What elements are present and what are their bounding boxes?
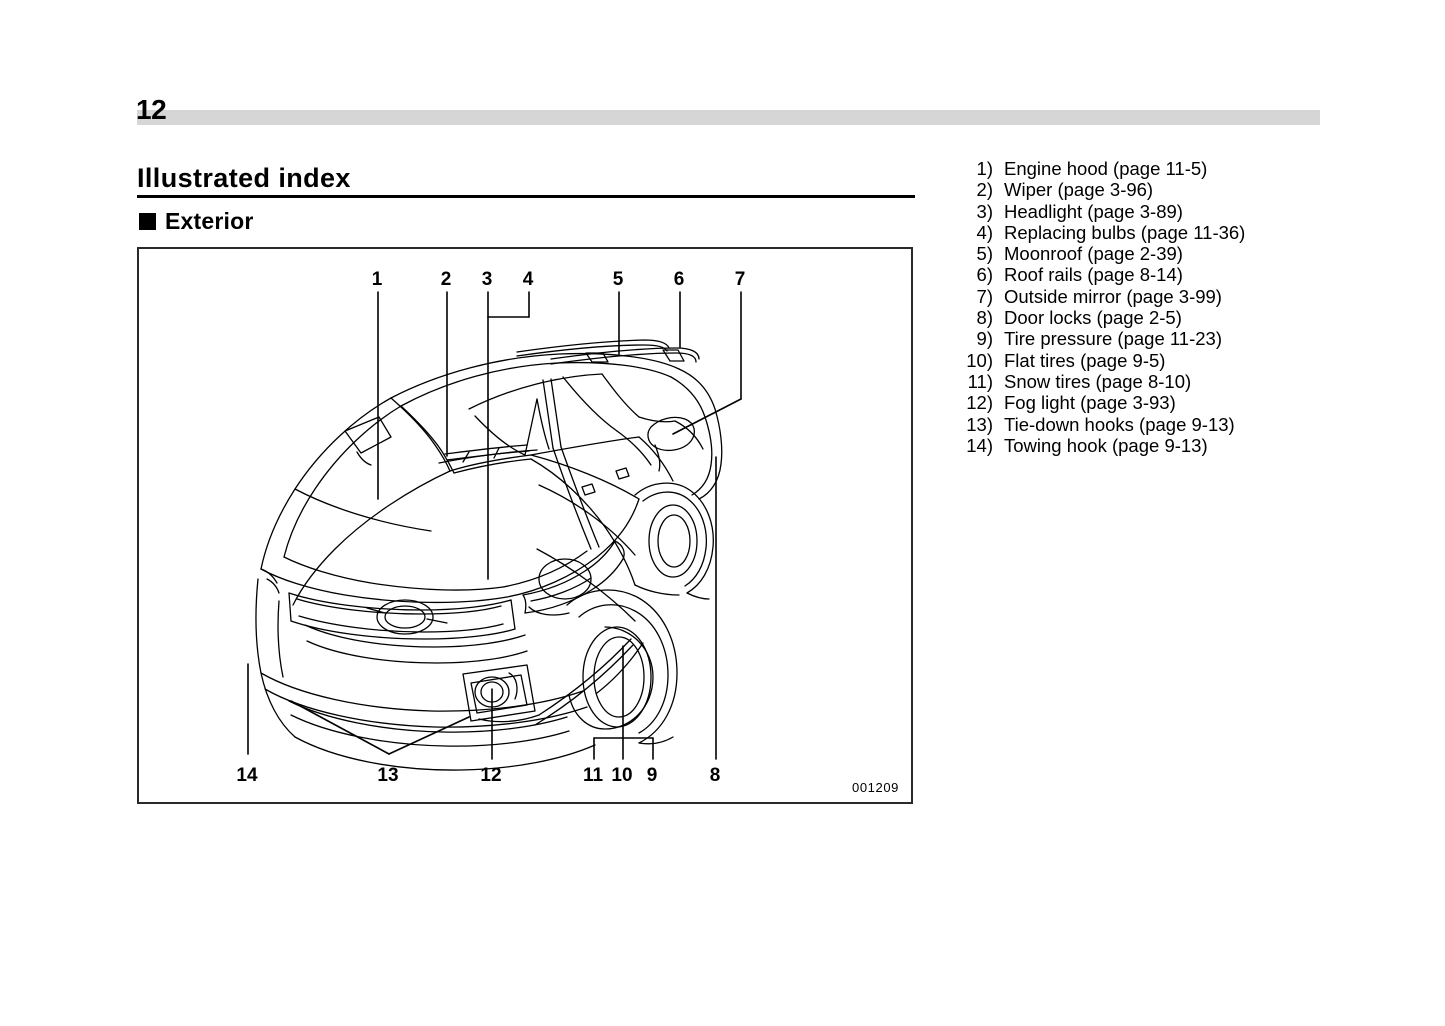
- legend-item-label: Roof rails (page 8-14): [1004, 264, 1183, 286]
- callout-number-9: 9: [646, 765, 658, 786]
- legend-item: 10) Flat tires (page 9-5): [953, 350, 1353, 371]
- callout-number-2: 2: [440, 269, 452, 290]
- legend-item: 8) Door locks (page 2-5): [953, 307, 1353, 328]
- legend-item-label: Engine hood (page 11-5): [1004, 158, 1208, 179]
- legend-item-label: Replacing bulbs (page 11-36): [1004, 221, 1246, 243]
- callout-number-8: 8: [709, 765, 721, 786]
- header-rule-band: [137, 110, 1320, 125]
- legend-item-number: 4): [976, 221, 993, 243]
- subsection-label: Exterior: [165, 208, 254, 234]
- legend-item: 6) Roof rails (page 8-14): [953, 264, 1353, 285]
- subsection-heading: Exterior: [139, 208, 254, 235]
- legend-item-label: Headlight (page 3-89): [1004, 200, 1183, 222]
- legend-item-label: Tire pressure (page 11-23): [1004, 328, 1222, 350]
- legend-item-label: Moonroof (page 2-39): [1004, 243, 1183, 265]
- callout-number-14: 14: [236, 765, 258, 786]
- page-title: Illustrated index: [137, 163, 351, 193]
- callout-number-10: 10: [611, 765, 633, 786]
- legend-item: 14) Towing hook (page 9-13): [953, 435, 1353, 456]
- callout-number-6: 6: [673, 269, 685, 290]
- legend-item-number: 3): [976, 200, 993, 222]
- legend-item-number: 5): [976, 243, 993, 265]
- legend-item-number: 6): [976, 264, 993, 286]
- exterior-diagram: [247, 291, 742, 771]
- legend-item-number: 9): [976, 328, 993, 350]
- legend-item-number: 13): [966, 413, 993, 435]
- illustrated-index-legend: 1) Engine hood (page 11-5) 2) Wiper (pag…: [953, 158, 1353, 456]
- legend-item-number: 1): [976, 158, 993, 179]
- callout-number-1: 1: [371, 269, 383, 290]
- legend-item-number: 7): [976, 285, 993, 307]
- legend-item-label: Wiper (page 3-96): [1004, 179, 1154, 201]
- legend-item: 1) Engine hood (page 11-5): [953, 158, 1353, 179]
- legend-item: 4) Replacing bulbs (page 11-36): [953, 222, 1353, 243]
- legend-item-label: Tie-down hooks (page 9-13): [1004, 413, 1235, 435]
- legend-item: 2) Wiper (page 3-96): [953, 179, 1353, 200]
- legend-item: 13) Tie-down hooks (page 9-13): [953, 414, 1353, 435]
- legend-item-number: 2): [976, 179, 993, 201]
- legend-item-number: 11): [967, 370, 993, 392]
- legend-item-label: Outside mirror (page 3-99): [1004, 285, 1222, 307]
- legend-item: 7) Outside mirror (page 3-99): [953, 286, 1353, 307]
- callout-number-5: 5: [612, 269, 624, 290]
- filled-square-bullet-icon: [139, 213, 156, 230]
- legend-item: 9) Tire pressure (page 11-23): [953, 328, 1353, 349]
- legend-item: 3) Headlight (page 3-89): [953, 201, 1353, 222]
- legend-item-number: 14): [966, 434, 993, 456]
- legend-item: 5) Moonroof (page 2-39): [953, 243, 1353, 264]
- figure-id-label: 001209: [852, 780, 899, 795]
- legend-item-label: Snow tires (page 8-10): [1004, 370, 1192, 392]
- page-title-rule: [137, 195, 915, 198]
- callout-number-7: 7: [734, 269, 746, 290]
- legend-item-number: 12): [966, 392, 993, 414]
- leader-lines: [247, 291, 742, 760]
- legend-item-label: Door locks (page 2-5): [1004, 307, 1182, 329]
- callout-number-13: 13: [377, 765, 399, 786]
- legend-item-label: Towing hook (page 9-13): [1004, 434, 1208, 456]
- legend-item-number: 8): [976, 307, 993, 329]
- callout-number-4: 4: [522, 269, 534, 290]
- callout-number-3: 3: [481, 269, 493, 290]
- legend-item: 11) Snow tires (page 8-10): [953, 371, 1353, 392]
- callout-number-11: 11: [582, 765, 604, 786]
- legend-item: 12) Fog light (page 3-93): [953, 392, 1353, 413]
- callout-number-12: 12: [480, 765, 502, 786]
- legend-item-number: 10): [966, 349, 993, 371]
- legend-item-label: Fog light (page 3-93): [1004, 392, 1176, 414]
- legend-item-label: Flat tires (page 9-5): [1004, 349, 1166, 371]
- figure-panel: 1 2 3 4 5 6 7 14 13 12 11 10 9 8 001209: [137, 247, 913, 804]
- page-number: 12: [136, 94, 167, 125]
